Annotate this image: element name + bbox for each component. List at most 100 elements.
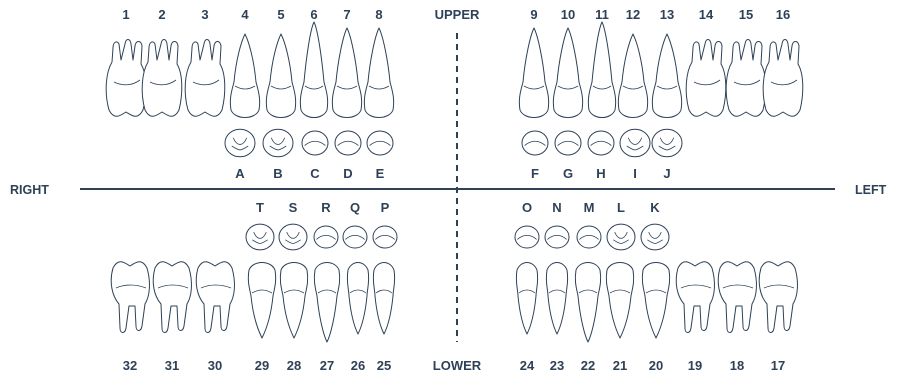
lower-tooth-number: 20	[649, 358, 663, 373]
lower-primary-tooth-S	[279, 224, 307, 250]
upper-primary-tooth-B	[263, 129, 293, 157]
upper-tooth-number: 15	[739, 7, 753, 22]
upper-primary-tooth-H	[588, 131, 614, 155]
upper-tooth-16	[763, 40, 803, 117]
lower-tooth-number: 18	[730, 358, 744, 373]
upper-tooth-number: 16	[776, 7, 790, 22]
lower-primary-letter: O	[522, 200, 532, 215]
upper-tooth-number: 2	[158, 7, 165, 22]
upper-tooth-9	[519, 28, 548, 118]
lower-primary-tooth-L	[607, 224, 635, 250]
lower-tooth-31	[153, 262, 191, 333]
upper-primary-letter: F	[531, 166, 539, 181]
lower-tooth-number: 30	[208, 358, 222, 373]
upper-primary-letter: E	[376, 166, 385, 181]
lower-tooth-23	[546, 263, 567, 335]
upper-tooth-12	[618, 34, 647, 118]
upper-tooth-13	[652, 34, 681, 118]
lower-tooth-number: 19	[688, 358, 702, 373]
upper-tooth-5	[266, 34, 295, 118]
upper-tooth-number: 1	[122, 7, 129, 22]
lower-primary-letter: R	[321, 200, 331, 215]
lower-tooth-number: 32	[123, 358, 137, 373]
lower-tooth-number: 31	[165, 358, 179, 373]
upper-tooth-number: 7	[343, 7, 350, 22]
lower-primary-letter: M	[584, 200, 595, 215]
lower-primary-tooth-T	[246, 224, 274, 250]
upper-primary-tooth-I	[620, 129, 650, 157]
lower-tooth-24	[516, 263, 537, 335]
lower-primary-tooth-K	[641, 224, 669, 250]
upper-tooth-number: 11	[595, 7, 609, 22]
lower-tooth-20	[642, 263, 669, 339]
upper-tooth-number: 13	[660, 7, 674, 22]
lower-primary-letter: K	[650, 200, 660, 215]
lower-tooth-number: 25	[377, 358, 391, 373]
upper-tooth-3	[185, 40, 225, 117]
lower-heading: LOWER	[433, 358, 482, 373]
lower-tooth-27	[314, 263, 339, 343]
upper-primary-letter: B	[273, 166, 282, 181]
lower-primary-tooth-Q	[343, 226, 367, 248]
lower-primary-letter: Q	[350, 200, 360, 215]
lower-tooth-18	[718, 262, 756, 333]
lower-tooth-17	[759, 262, 797, 333]
upper-primary-tooth-D	[335, 131, 361, 155]
right-side-label: RIGHT	[10, 183, 49, 197]
upper-primary-tooth-J	[652, 129, 682, 157]
lower-tooth-32	[111, 262, 149, 333]
lower-primary-tooth-P	[373, 226, 397, 248]
upper-tooth-4	[230, 34, 259, 118]
lower-tooth-number: 28	[287, 358, 301, 373]
lower-primary-tooth-M	[577, 226, 601, 248]
upper-tooth-number: 5	[277, 7, 284, 22]
upper-primary-letter: J	[663, 166, 670, 181]
upper-primary-letter: I	[633, 166, 637, 181]
upper-tooth-6	[300, 22, 327, 118]
lower-tooth-19	[676, 262, 714, 333]
upper-primary-letter: H	[596, 166, 605, 181]
upper-primary-tooth-C	[302, 131, 328, 155]
upper-tooth-15	[726, 40, 766, 117]
upper-tooth-number: 3	[201, 7, 208, 22]
lower-primary-letter: T	[256, 200, 264, 215]
upper-tooth-11	[588, 22, 615, 118]
upper-tooth-7	[332, 28, 361, 118]
upper-tooth-number: 12	[626, 7, 640, 22]
upper-tooth-10	[553, 28, 582, 118]
lower-tooth-number: 29	[255, 358, 269, 373]
upper-tooth-1	[106, 40, 146, 117]
lower-tooth-28	[280, 263, 307, 339]
left-side-label: LEFT	[855, 183, 887, 197]
lower-primary-letter: P	[381, 200, 390, 215]
lower-tooth-29	[248, 263, 275, 339]
lower-primary-letter: L	[617, 200, 625, 215]
lower-tooth-number: 24	[520, 358, 535, 373]
lower-tooth-21	[606, 263, 633, 339]
upper-tooth-8	[364, 28, 393, 118]
upper-primary-tooth-F	[522, 131, 548, 155]
lower-primary-tooth-R	[314, 226, 338, 248]
lower-tooth-number: 27	[320, 358, 334, 373]
lower-primary-letter: S	[289, 200, 298, 215]
upper-tooth-number: 9	[530, 7, 537, 22]
lower-primary-tooth-O	[515, 226, 539, 248]
lower-tooth-22	[575, 263, 600, 343]
upper-primary-letter: A	[235, 166, 245, 181]
lower-tooth-30	[196, 262, 234, 333]
lower-tooth-number: 17	[771, 358, 785, 373]
lower-tooth-number: 26	[351, 358, 365, 373]
upper-tooth-number: 14	[699, 7, 714, 22]
upper-primary-letter: C	[310, 166, 320, 181]
lower-tooth-25	[373, 263, 394, 335]
lower-primary-letter: N	[552, 200, 561, 215]
upper-primary-tooth-G	[555, 131, 581, 155]
lower-primary-tooth-N	[545, 226, 569, 248]
lower-tooth-number: 23	[550, 358, 564, 373]
upper-primary-tooth-E	[367, 131, 393, 155]
teeth-layer	[106, 22, 803, 342]
upper-heading: UPPER	[435, 7, 480, 22]
lower-tooth-26	[347, 263, 368, 335]
lower-tooth-number: 22	[581, 358, 595, 373]
